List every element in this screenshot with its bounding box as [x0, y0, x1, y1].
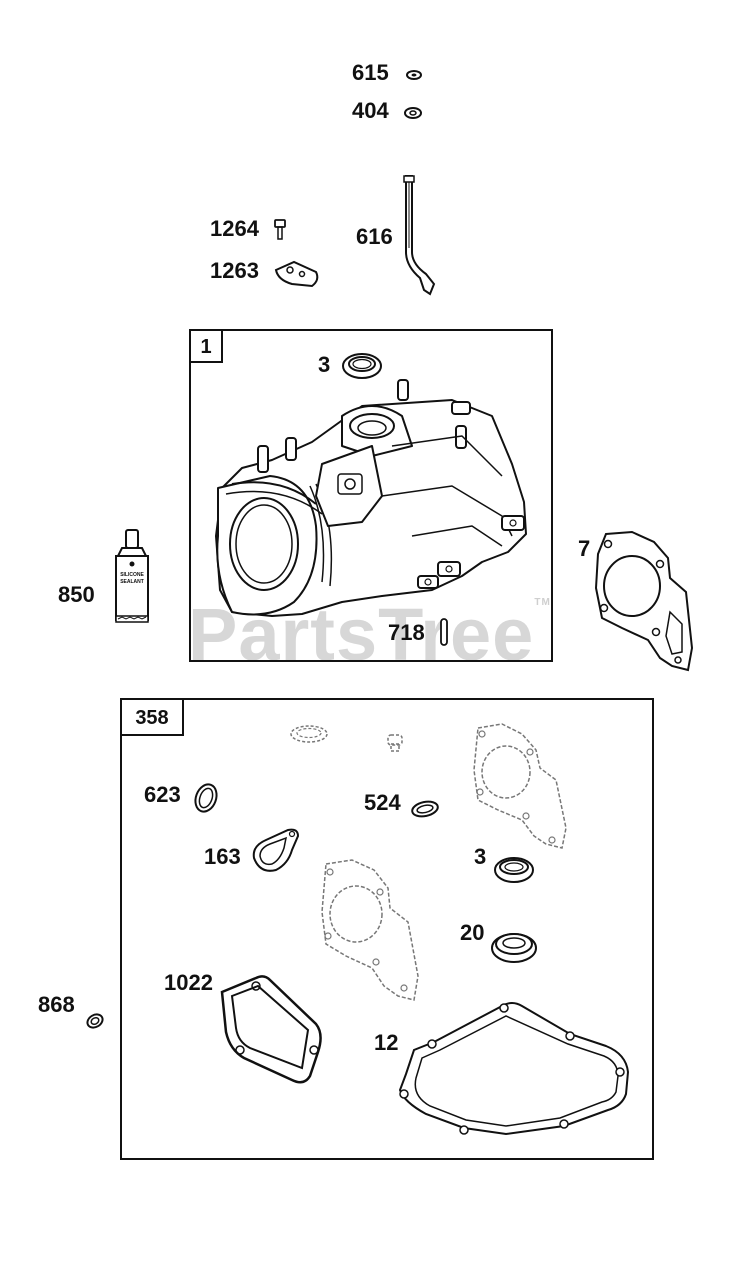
label-623[interactable]: 623	[144, 782, 181, 807]
part-850-silicone-sealant[interactable]: SILICONE SEALANT	[112, 528, 152, 626]
label-615[interactable]: 615	[352, 60, 389, 85]
ref-head-gasket-dashed-2	[321, 859, 419, 1001]
label-1263[interactable]: 1263	[210, 258, 259, 283]
part-1264-screw[interactable]	[272, 218, 288, 242]
label-718[interactable]: 718	[388, 620, 425, 645]
part-718-dowel-pin[interactable]	[438, 616, 450, 648]
label-12[interactable]: 12	[374, 1030, 399, 1055]
label-163[interactable]: 163	[204, 844, 241, 869]
gasket-set-box	[120, 698, 654, 1160]
sealant-line1: SILICONE	[120, 572, 144, 578]
label-3-set[interactable]: 3	[474, 844, 487, 869]
ref-head-gasket-dashed	[473, 723, 567, 849]
part-623-o-ring[interactable]	[190, 780, 222, 816]
part-7-head-gasket[interactable]	[592, 528, 698, 674]
part-1-cylinder-block[interactable]	[212, 376, 532, 632]
label-1022[interactable]: 1022	[164, 970, 213, 995]
cylinder-assembly-box	[189, 329, 553, 662]
ref-seal-dashed	[290, 725, 328, 743]
label-7[interactable]: 7	[578, 536, 591, 561]
part-615-washer[interactable]	[404, 68, 424, 82]
part-404-seal[interactable]	[402, 105, 424, 121]
part-3-oil-seal[interactable]	[340, 350, 384, 382]
watermark-tm: TM	[534, 597, 551, 608]
label-524[interactable]: 524	[364, 790, 401, 815]
label-404[interactable]: 404	[352, 98, 389, 123]
part-163-gasket[interactable]	[248, 824, 302, 876]
box-id-358[interactable]: 358	[120, 698, 184, 736]
part-1263-bracket[interactable]	[272, 258, 322, 290]
part-20-oil-seal[interactable]	[488, 926, 540, 966]
sealant-line2: SEALANT	[120, 579, 144, 585]
label-1264[interactable]: 1264	[210, 216, 259, 241]
label-850[interactable]: 850	[58, 582, 95, 607]
part-524-o-ring[interactable]	[408, 798, 442, 820]
label-868[interactable]: 868	[38, 992, 75, 1017]
label-3-top[interactable]: 3	[318, 352, 331, 377]
label-616[interactable]: 616	[356, 224, 393, 249]
part-868-plug[interactable]	[84, 1010, 106, 1032]
part-12-crankcase-gasket[interactable]	[394, 998, 634, 1140]
ref-plug-dashed	[387, 734, 403, 752]
part-616-dipstick[interactable]	[398, 172, 448, 300]
part-1022-valve-cover-gasket[interactable]	[214, 972, 328, 1088]
part-3-oil-seal-set[interactable]	[492, 852, 536, 886]
label-20[interactable]: 20	[460, 920, 485, 945]
box-id-1[interactable]: 1	[189, 329, 223, 363]
